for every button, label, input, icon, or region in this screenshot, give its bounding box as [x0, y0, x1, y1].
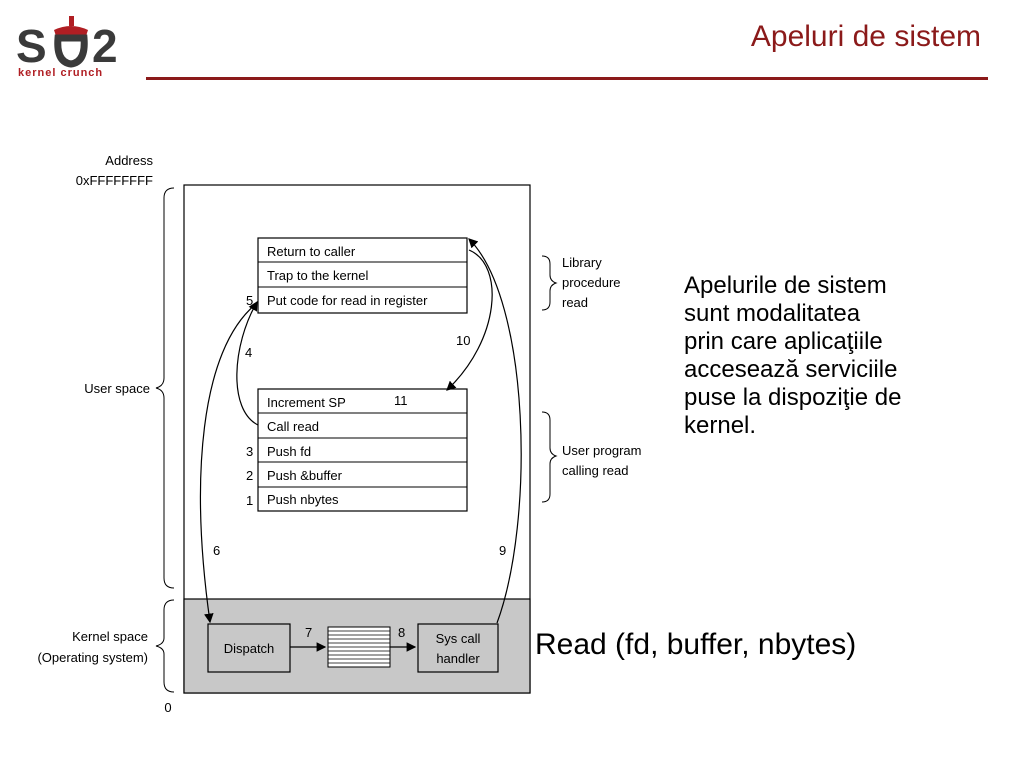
user-space-label: User space	[84, 381, 150, 396]
address-top: 0xFFFFFFFF	[76, 173, 153, 188]
step-9: 9	[499, 543, 506, 558]
logo-2: 2	[92, 20, 118, 72]
step-8: 8	[398, 625, 405, 640]
sys-call-handler-box	[417, 623, 499, 673]
step-11: 11	[394, 393, 408, 408]
step-7: 7	[305, 625, 312, 640]
kernel-space-label: Kernel space	[72, 629, 148, 644]
library-label-3: read	[562, 295, 588, 310]
row-push-nbytes: Push nbytes	[267, 492, 339, 507]
library-procedure-stack: Return to caller Trap to the kernel Put …	[257, 237, 468, 314]
handler-label-2: handler	[436, 651, 480, 666]
description-line: prin care aplicaţiile	[684, 328, 883, 355]
handler-label-1: Sys call	[436, 631, 481, 646]
description-line: puse la dispoziţie de	[684, 384, 902, 411]
row-return-to-caller: Return to caller	[267, 244, 356, 259]
row-push-fd: Push fd	[267, 444, 311, 459]
logo-subtitle: kernel crunch	[18, 67, 104, 79]
user-program-brace	[541, 411, 558, 503]
description-line: accesează serviciile	[684, 356, 898, 383]
step-6: 6	[213, 543, 220, 558]
description-line: kernel.	[684, 412, 757, 439]
kernel-space-sub: (Operating system)	[37, 650, 148, 665]
user-space-brace	[155, 187, 175, 589]
arrow-10	[446, 249, 493, 391]
kernel-space-brace	[155, 599, 175, 693]
page-title: Apeluri de sistem	[750, 20, 981, 53]
description: Apelurile de sistem sunt modalitatea pri…	[684, 272, 984, 440]
user-program-stack: Increment SP Call read Push fd Push &buf…	[257, 388, 468, 512]
row-push-buffer: Push &buffer	[267, 468, 343, 483]
arrow-9	[468, 238, 522, 624]
step-5: 5	[246, 293, 253, 308]
address-label: Address	[105, 153, 153, 168]
title-rule	[146, 77, 988, 80]
dispatch-label: Dispatch	[224, 641, 275, 656]
dispatch-box	[207, 623, 291, 673]
row-trap-to-kernel: Trap to the kernel	[267, 268, 369, 283]
row-increment-sp: Increment SP	[267, 395, 346, 410]
arrow-6	[199, 303, 257, 624]
description-line: Apelurile de sistem	[684, 272, 887, 299]
step-2: 2	[246, 468, 253, 483]
read-call-caption: Read (fd, buffer, nbytes)	[535, 628, 857, 661]
step-3: 3	[246, 444, 253, 459]
address-bottom: 0	[164, 700, 171, 715]
logo-acorn-icon: S 2	[16, 16, 118, 72]
user-program-label-1: User program	[562, 443, 641, 458]
step-1: 1	[246, 493, 253, 508]
library-brace	[541, 255, 558, 311]
step-4: 4	[245, 345, 252, 360]
library-label-2: procedure	[562, 275, 621, 290]
row-call-read: Call read	[267, 419, 319, 434]
logo-s: S	[16, 20, 47, 72]
dispatch-table	[327, 626, 391, 668]
description-line: sunt modalitatea	[684, 300, 861, 327]
user-program-label-2: calling read	[562, 463, 629, 478]
library-label-1: Library	[562, 255, 602, 270]
arrow-4	[236, 300, 259, 426]
step-10: 10	[456, 333, 470, 348]
row-put-code: Put code for read in register	[267, 293, 428, 308]
